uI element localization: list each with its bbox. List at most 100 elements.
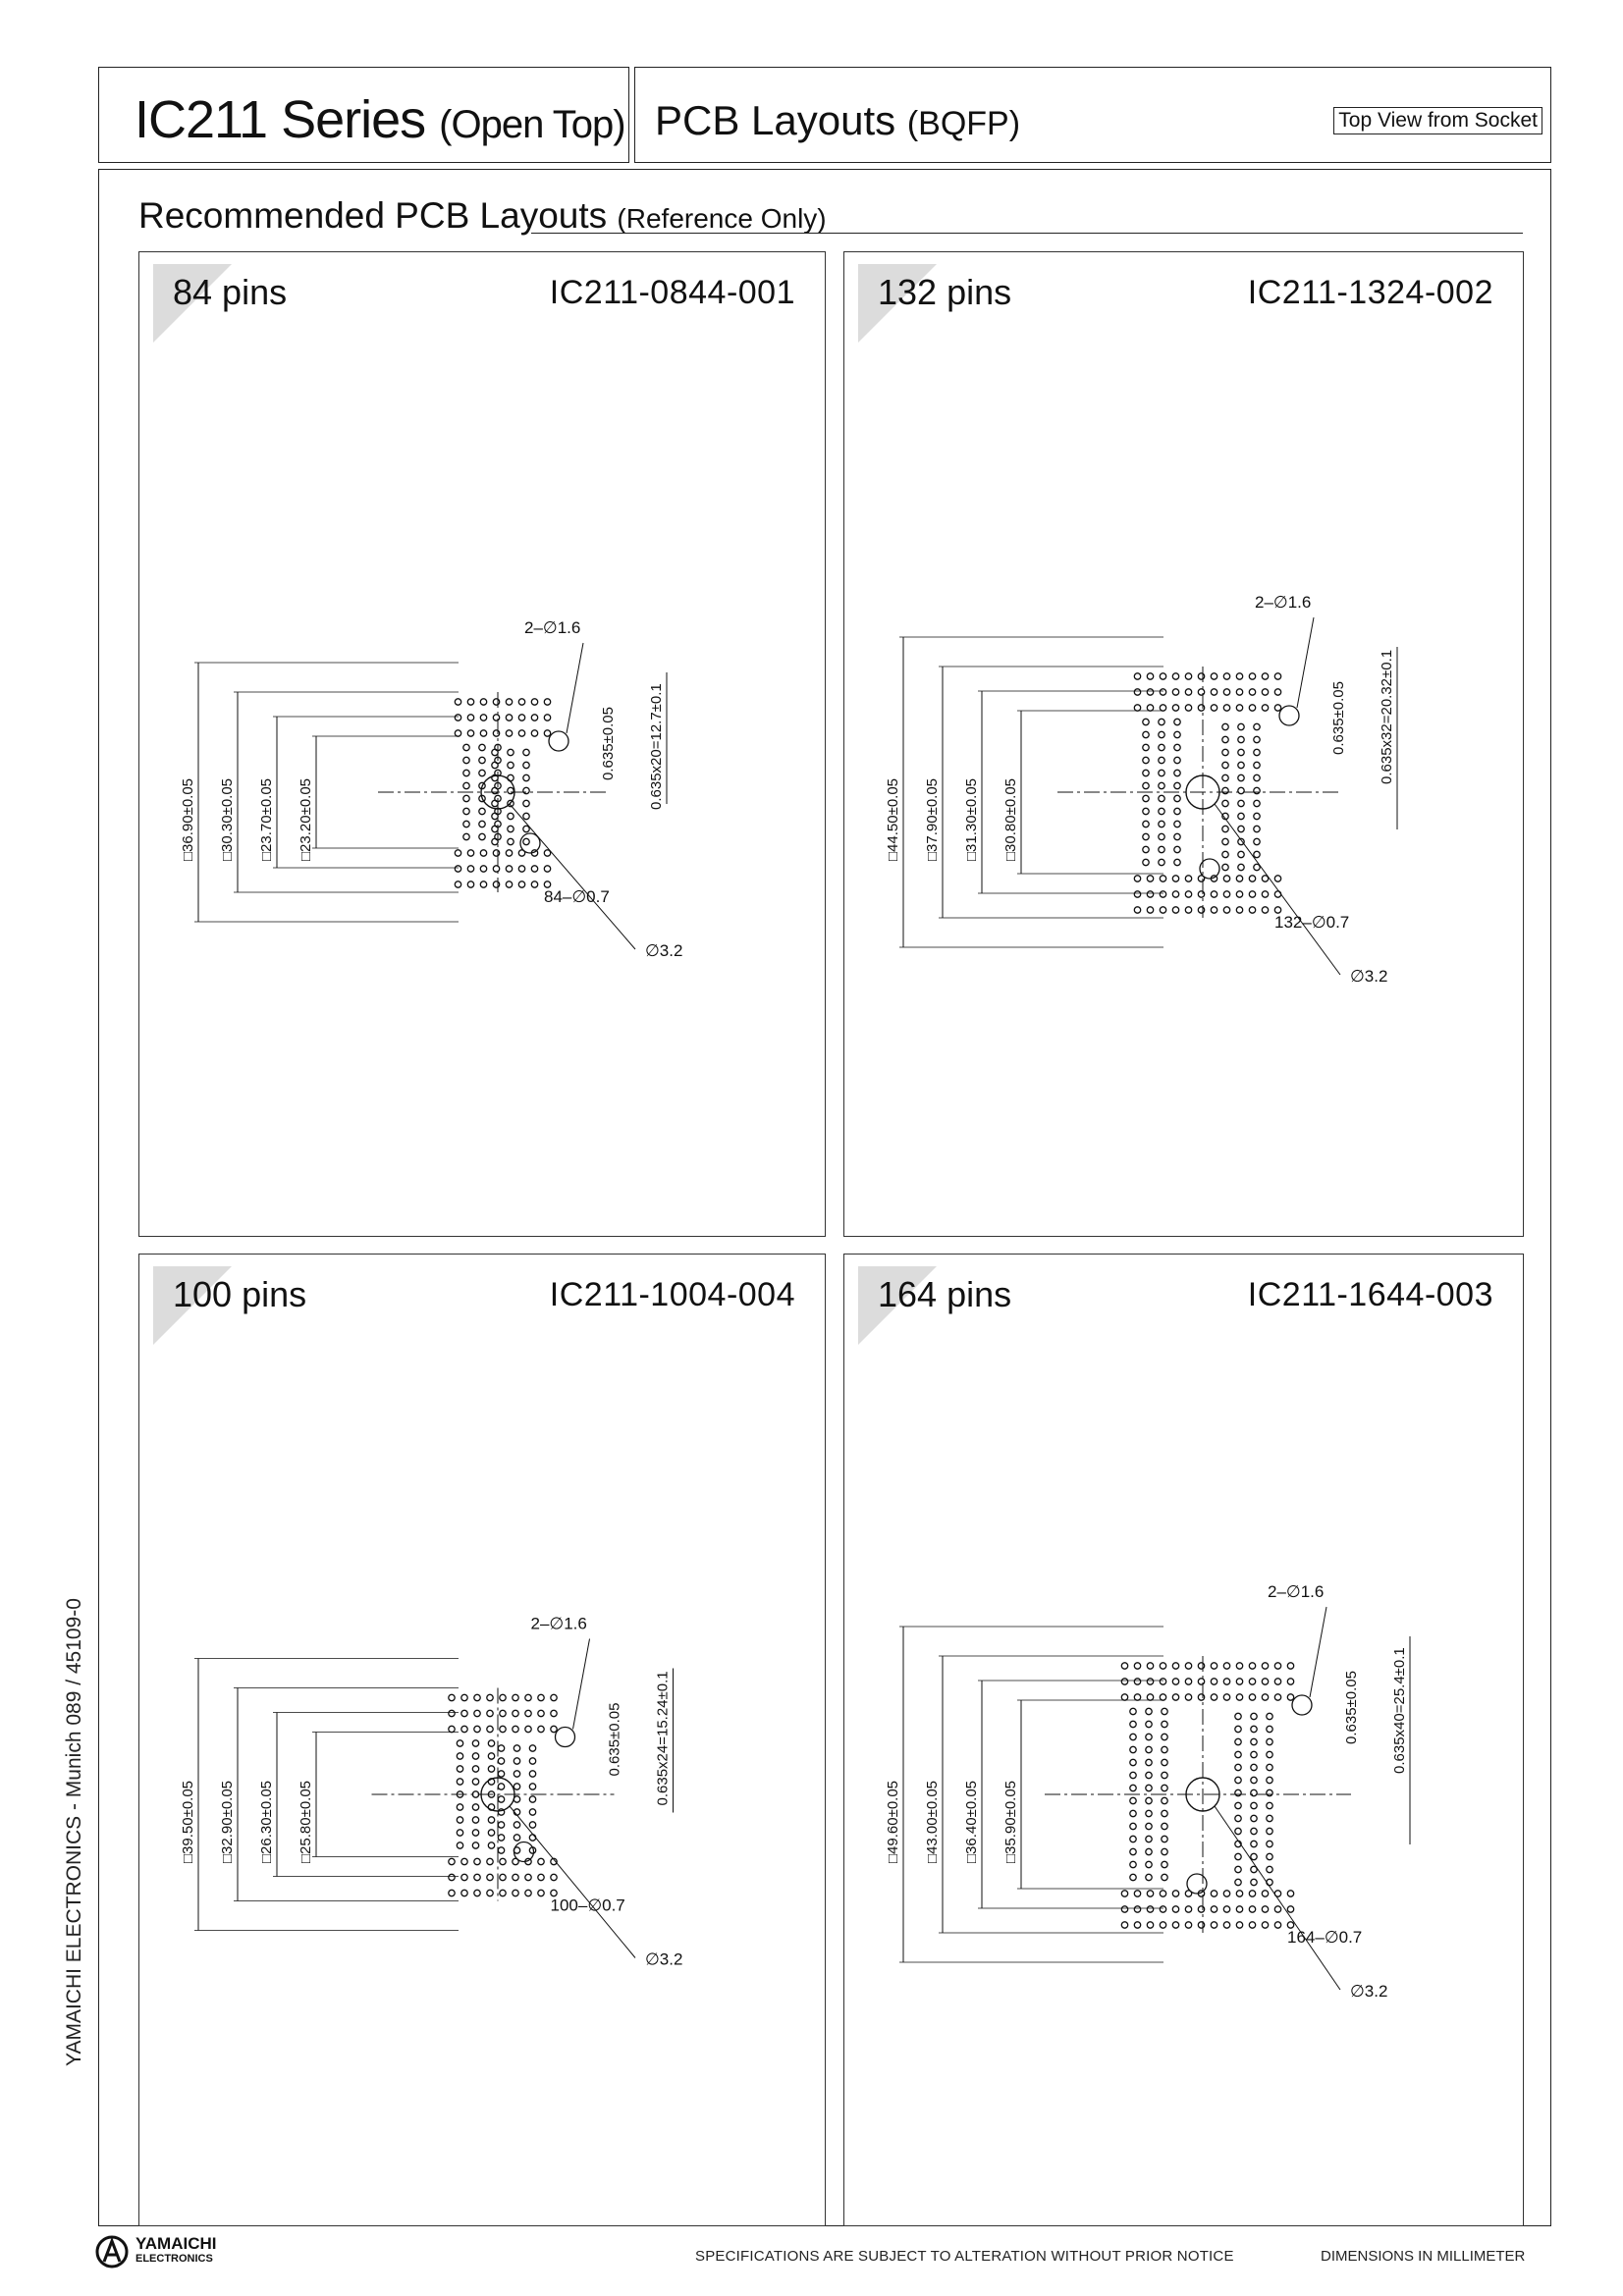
pad xyxy=(513,1834,521,1842)
pad xyxy=(1142,769,1150,777)
pad xyxy=(1161,1847,1168,1856)
pad xyxy=(473,1873,481,1882)
locating-hole xyxy=(548,730,569,752)
pad xyxy=(543,865,552,873)
pad xyxy=(1237,748,1245,757)
pad xyxy=(456,1765,464,1773)
pad xyxy=(1234,1865,1242,1874)
locating-hole-callout: 2–∅1.6 xyxy=(531,1615,587,1633)
pad xyxy=(522,748,530,757)
pad xyxy=(1142,832,1150,841)
pad-callout: 100–∅0.7 xyxy=(551,1896,625,1915)
pad xyxy=(505,698,514,706)
pad xyxy=(537,1873,545,1882)
layout-panel-84: 84 pins IC211-0844-001 □36.90±0.05□30.30… xyxy=(138,251,826,1237)
pad xyxy=(1210,1662,1218,1670)
layout-title-box: PCB Layouts (BQFP) Top View from Socket xyxy=(634,67,1551,163)
leader-line xyxy=(509,803,636,950)
pad xyxy=(471,1765,480,1773)
pad xyxy=(1234,1725,1242,1734)
pad xyxy=(471,1816,480,1824)
pad xyxy=(1171,688,1180,696)
pad xyxy=(1253,786,1261,795)
pad xyxy=(1120,1921,1129,1929)
pad xyxy=(473,1709,481,1718)
pad xyxy=(1158,845,1165,854)
pad xyxy=(1197,890,1206,898)
pad xyxy=(1129,1707,1137,1716)
pad xyxy=(1173,781,1181,790)
pad xyxy=(471,1778,480,1786)
view-label: Top View from Socket xyxy=(1333,107,1542,134)
pad xyxy=(1161,1822,1168,1831)
pad xyxy=(1221,735,1229,744)
pad xyxy=(448,1889,456,1897)
pad xyxy=(1173,845,1181,854)
outer-dimension-label: □36.90±0.05 xyxy=(180,778,196,861)
pad xyxy=(471,1739,480,1747)
pad xyxy=(1286,1678,1295,1685)
section-title-text: Recommended PCB Layouts xyxy=(138,195,608,236)
pad xyxy=(1159,1905,1167,1913)
pad xyxy=(1286,1921,1295,1929)
pad xyxy=(1253,863,1261,872)
pad xyxy=(505,865,514,873)
pad xyxy=(1235,1890,1244,1897)
pad xyxy=(550,1709,558,1718)
pad xyxy=(1234,1712,1242,1721)
pad xyxy=(1159,1921,1167,1929)
series-title: IC211 Series (Open Top) xyxy=(135,89,626,150)
pad xyxy=(1250,1878,1258,1887)
pad xyxy=(454,698,462,706)
pad xyxy=(1158,743,1165,752)
pad xyxy=(1145,1784,1153,1792)
outer-dimension-label: □31.30±0.05 xyxy=(963,778,980,861)
pad xyxy=(1171,875,1180,882)
pad xyxy=(1222,1905,1231,1913)
pad xyxy=(1237,761,1245,770)
pad xyxy=(466,729,475,737)
pad xyxy=(1142,845,1150,854)
pad xyxy=(1129,1796,1137,1805)
pad xyxy=(1235,875,1244,882)
pad xyxy=(550,1873,558,1882)
pad xyxy=(1161,1771,1168,1780)
company-sidebar: YAMAICHI ELECTRONICS - Munich 089 / 4510… xyxy=(63,1598,85,2066)
pad xyxy=(1146,672,1155,680)
pad xyxy=(1248,890,1257,898)
pad xyxy=(1235,1693,1244,1701)
pad xyxy=(499,1725,507,1734)
pad xyxy=(1158,858,1165,867)
pad xyxy=(1120,1662,1129,1670)
pad xyxy=(1221,761,1229,770)
leader-line xyxy=(1214,803,1341,976)
pad xyxy=(517,849,526,857)
pad xyxy=(528,1744,537,1752)
outer-dimension-label: □25.80±0.05 xyxy=(298,1781,314,1863)
pad xyxy=(1234,1852,1242,1861)
pad xyxy=(456,1739,464,1747)
pad xyxy=(1161,1745,1168,1754)
pad xyxy=(487,1842,496,1849)
pitch-label: 0.635±0.05 xyxy=(1343,1671,1360,1744)
pad xyxy=(1146,1693,1155,1701)
pad xyxy=(1250,1725,1258,1734)
pad xyxy=(1273,875,1282,882)
pad xyxy=(1146,688,1155,696)
pad xyxy=(454,865,462,873)
pad xyxy=(462,756,470,765)
pad xyxy=(1161,1733,1168,1741)
locating-hole xyxy=(554,1726,576,1748)
pad xyxy=(456,1803,464,1811)
pad xyxy=(1129,1784,1137,1792)
pad xyxy=(497,1770,506,1778)
pad xyxy=(505,881,514,888)
pad xyxy=(1237,863,1245,872)
leader-line xyxy=(1309,1606,1327,1698)
pad xyxy=(550,1693,558,1702)
pad xyxy=(537,1709,545,1718)
pad xyxy=(1184,1693,1193,1701)
pad xyxy=(517,729,526,737)
pad xyxy=(1133,906,1142,914)
pad xyxy=(491,825,499,833)
